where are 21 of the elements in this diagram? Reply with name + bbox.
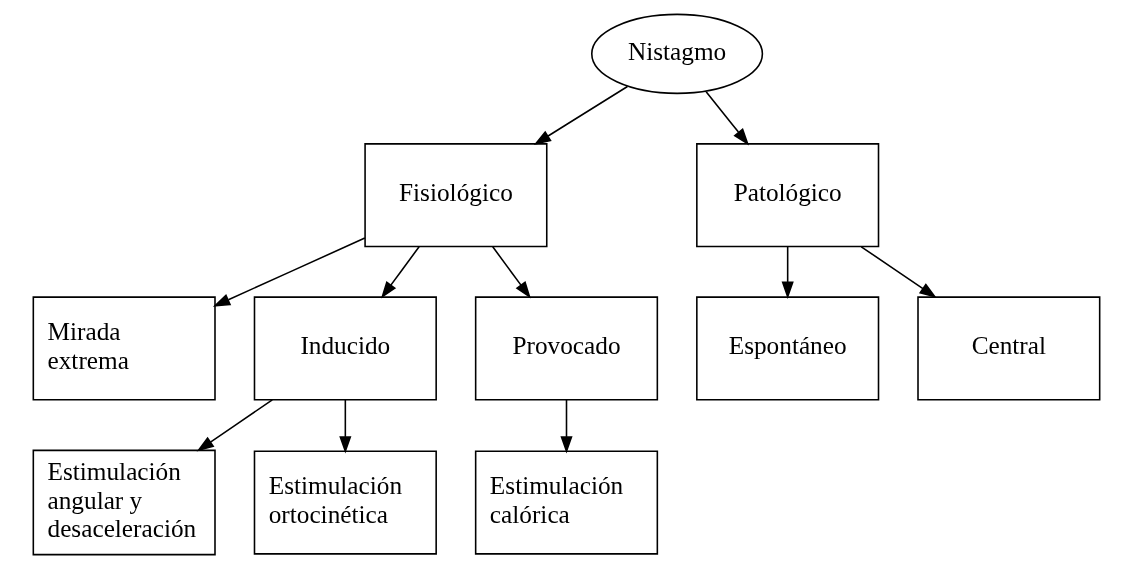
node-box: Espontáneo bbox=[695, 296, 879, 401]
arrow bbox=[860, 246, 937, 298]
node-box: Provocado bbox=[474, 296, 658, 401]
arrow bbox=[212, 237, 366, 307]
node-box: Patológico bbox=[695, 143, 879, 248]
arrow bbox=[704, 90, 749, 146]
node-box: Estimulación calórica bbox=[474, 450, 658, 555]
arrow bbox=[781, 246, 794, 300]
node-box: Estimulación angular y desaceleración bbox=[32, 449, 216, 556]
arrow bbox=[533, 85, 628, 146]
arrow bbox=[491, 246, 531, 299]
arrow bbox=[196, 399, 273, 452]
arrow bbox=[380, 246, 420, 299]
node-box: Estimulación ortocinética bbox=[253, 450, 437, 555]
arrow bbox=[338, 399, 351, 454]
node-box: Mirada extrema bbox=[32, 296, 216, 401]
node-box: Central bbox=[916, 296, 1100, 401]
node-box: Inducido bbox=[253, 296, 437, 401]
node-box: Fisiológico bbox=[363, 143, 548, 248]
node-ellipse: Nistagmo bbox=[590, 13, 763, 95]
arrow bbox=[559, 399, 573, 454]
